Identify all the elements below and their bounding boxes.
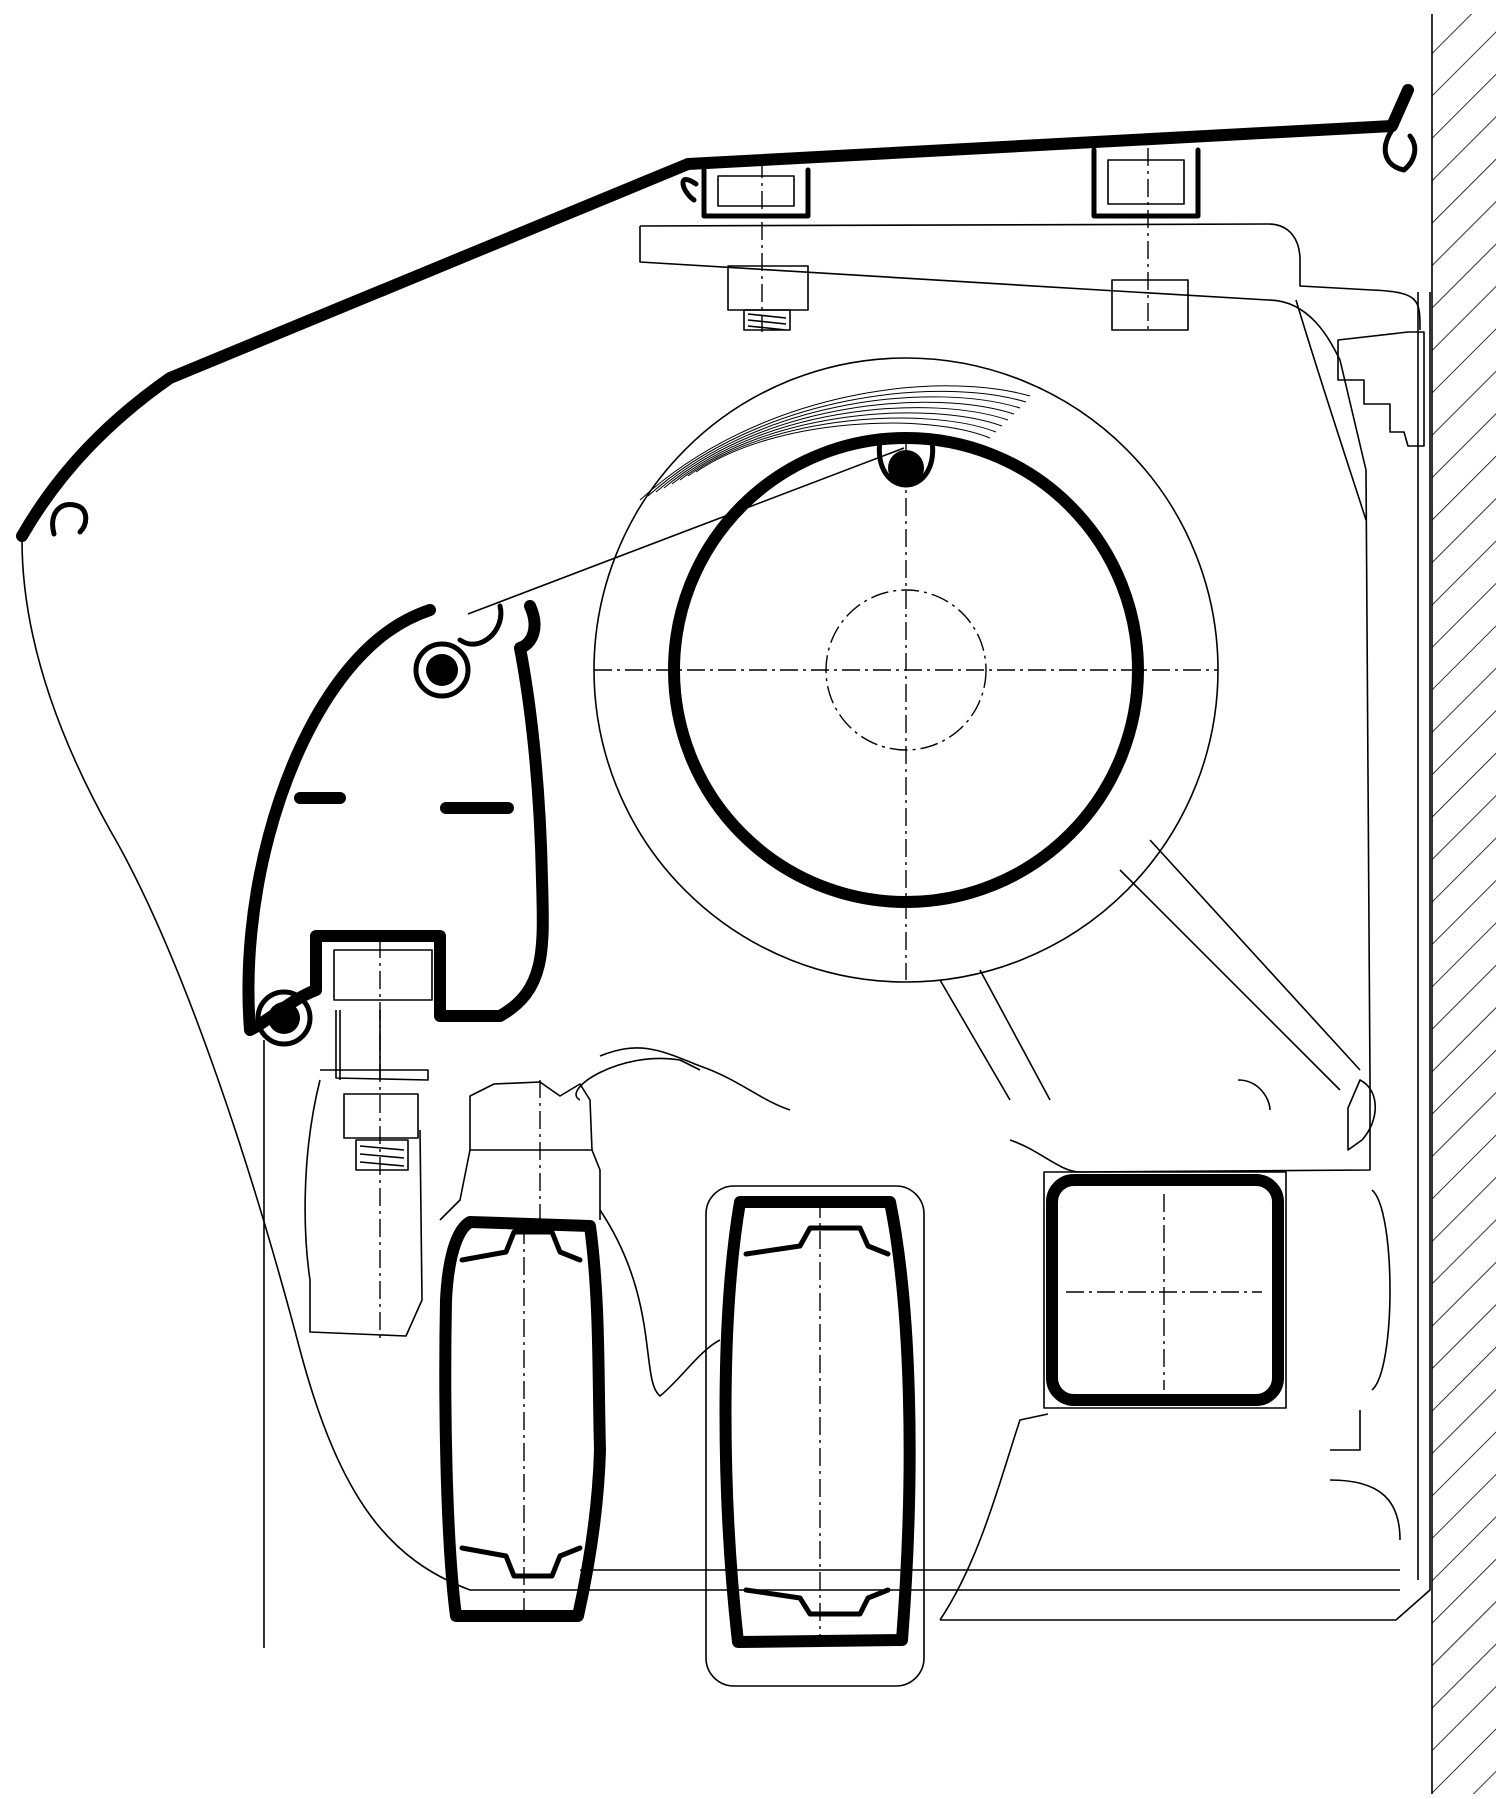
arm-nut-cap [469, 1081, 593, 1151]
wall [1431, 14, 1496, 1794]
top-bolt-head-left [727, 265, 809, 311]
front-bar-upper-rod [426, 654, 458, 686]
fabric-layer-1 [639, 385, 1031, 501]
front-bar-lower-rod [268, 1002, 300, 1034]
arm-nut-base [439, 1149, 601, 1221]
arm-bracket-body [304, 1079, 423, 1337]
arm-bolt-thread [355, 1139, 409, 1171]
wall-hatching [1432, 14, 1496, 1794]
arm-profile-left-inner [459, 1229, 583, 1579]
top-nut-right [1107, 159, 1185, 205]
wall-bracket [940, 292, 1431, 1621]
square-bar-frame [1043, 1171, 1287, 1409]
fabric-layer-5 [671, 407, 1009, 485]
square-bar [1043, 1171, 1287, 1409]
roller-support-strut-3 [939, 979, 1011, 1101]
bracket-lower-step [1330, 1410, 1361, 1451]
fabric-layer-7 [687, 417, 997, 477]
top-nut-left [717, 175, 795, 207]
bracket-top-hook [1337, 331, 1425, 447]
end-cap-contour [21, 539, 1400, 1591]
top-hook-right [1382, 127, 1418, 173]
square-bar-outer [1046, 1174, 1284, 1406]
roller-support-strut-1 [1119, 869, 1341, 1091]
top-hook-left [680, 176, 699, 203]
bracket-back-plate [940, 292, 1431, 1621]
top-cover-profile [16, 84, 1418, 542]
bottom-housing [580, 1413, 1400, 1621]
top-bracket-plate-upper [639, 223, 1421, 331]
top-bolts [727, 148, 1189, 332]
inner-support-curve [1295, 299, 1367, 521]
bracket-lower-curve [1371, 1189, 1391, 1391]
front-bar-profile [242, 600, 549, 1648]
bottom-support-curve [939, 1413, 1049, 1621]
arm-profile-center-outer [719, 1196, 916, 1648]
front-bar-lower-groove [255, 989, 313, 1047]
arm-housing-top-inner [575, 1057, 701, 1101]
arm-shoulder-rail [1009, 1080, 1371, 1173]
fabric-feed-line [467, 447, 905, 615]
fabric-layer-2 [647, 390, 1027, 497]
arm-housing-top [599, 1047, 791, 1111]
arm-bolt-nut [343, 1093, 419, 1139]
front-bar-upper-groove [413, 641, 471, 699]
fabric-layer-4 [663, 401, 1015, 489]
arm-profile-left [439, 1216, 606, 1622]
roller-assembly [467, 357, 1361, 1101]
front-hook [50, 502, 89, 537]
fabric-layer-3 [655, 396, 1021, 493]
bracket-mid-hook [1347, 1079, 1376, 1151]
roller-support-strut-4 [979, 969, 1051, 1101]
top-channel-right [1091, 147, 1201, 219]
arm-bracket [304, 940, 1371, 1397]
front-bar-nut [333, 949, 433, 1001]
top-channel-left [701, 167, 811, 219]
roller-keeper-rod [888, 450, 924, 486]
top-bolt-thread-left [743, 309, 791, 331]
roller-support-strut-2 [1149, 839, 1361, 1071]
end-cap-outline [21, 223, 1421, 1591]
arm-shoulder-tab [1237, 1079, 1271, 1111]
fabric-layer-8 [695, 422, 991, 473]
fabric-layer-6 [679, 412, 1003, 481]
front-bar-shell [242, 600, 549, 1036]
arm-profile-center-inner [743, 1225, 891, 1617]
arm-profile-left-outer [439, 1216, 606, 1622]
top-bracket-plate-lower [639, 226, 1371, 1081]
arm-profile-center-housing [705, 1185, 925, 1687]
arm-bolt-shank [320, 1010, 429, 1081]
front-bar-upper-hook [457, 603, 504, 647]
top-bolt-head-right [1111, 279, 1189, 331]
arm-housing-lower [599, 1209, 721, 1397]
top-cover-shell [16, 84, 1414, 542]
arm-profile-center [705, 1185, 925, 1687]
bracket-lower-flange [1329, 1479, 1401, 1541]
